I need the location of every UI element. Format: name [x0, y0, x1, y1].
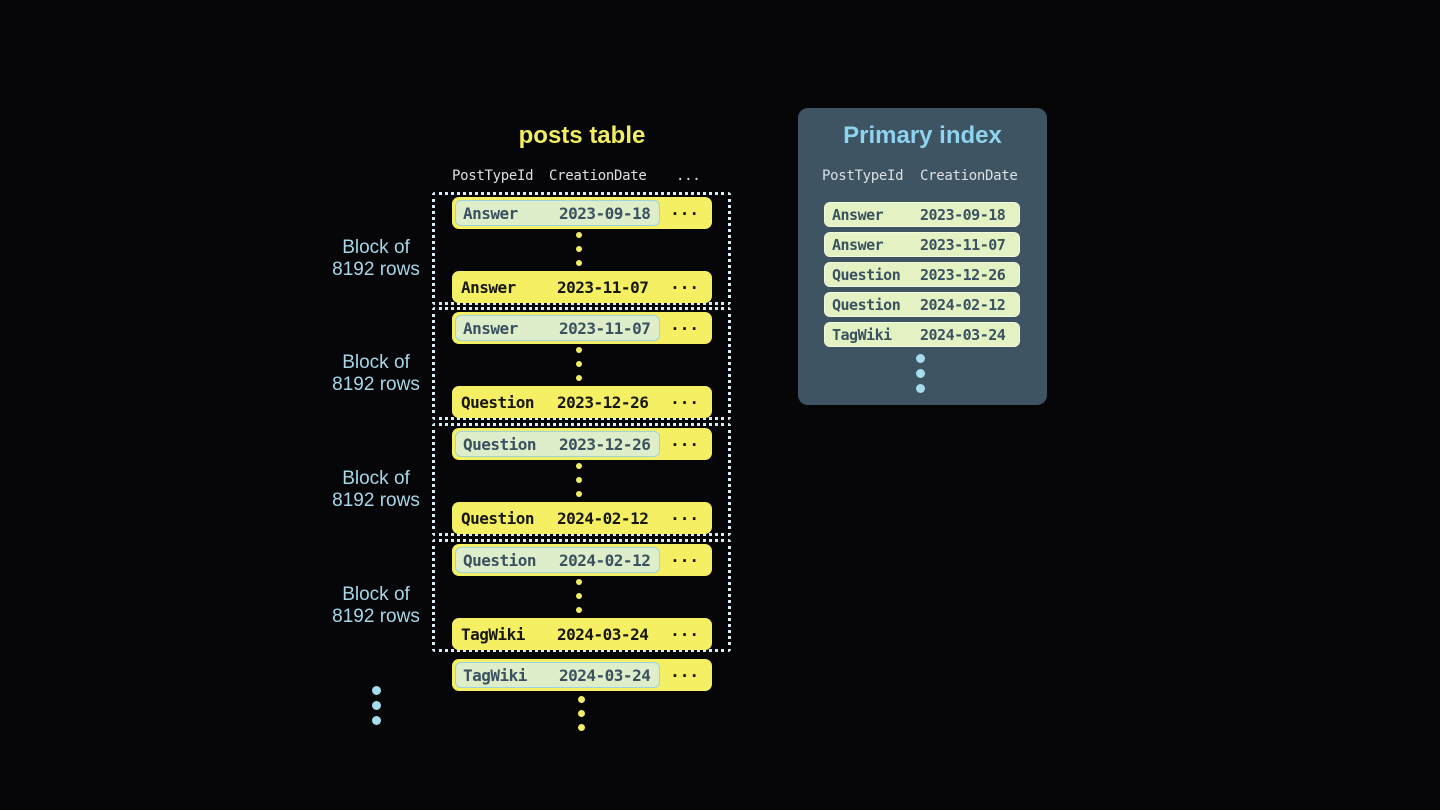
creation-date-cell: 2023-11-07: [920, 235, 1006, 254]
block-label-line2: 8192 rows: [332, 258, 420, 280]
index-mark-highlight: Answer 2023-11-07: [455, 315, 660, 341]
row-ellipsis: ...: [670, 662, 699, 681]
index-mark-highlight: Answer 2023-09-18: [455, 200, 660, 226]
post-type-cell: Question: [461, 392, 535, 412]
table-row: Question 2024-02-12 ...: [452, 544, 712, 576]
index-mark-highlight: TagWiki 2024-03-24: [455, 662, 660, 688]
table-row: Question 2023-12-26 ...: [452, 428, 712, 460]
creation-date-cell: 2023-09-18: [559, 203, 651, 223]
post-type-cell: Answer: [832, 235, 884, 254]
block-label-line1: Block of: [342, 237, 410, 258]
table-row-overflow: TagWiki 2024-03-24 ...: [452, 659, 712, 691]
blocks-continuation-dots-icon: [372, 686, 381, 731]
index-mark-highlight: Question 2024-02-12: [455, 547, 660, 573]
post-type-cell: Answer: [463, 203, 518, 223]
index-header-creationdate: CreationDate: [920, 168, 1018, 184]
post-type-cell: Answer: [461, 277, 516, 297]
posts-header-ellipsis: ...: [676, 168, 701, 184]
creation-date-cell: 2024-03-24: [559, 665, 651, 685]
creation-date-cell: 2023-12-26: [920, 265, 1006, 284]
creation-date-cell: 2024-03-24: [557, 624, 649, 644]
post-type-cell: Question: [832, 295, 901, 314]
primary-index-title: Primary index: [843, 122, 1002, 149]
index-entry: Answer 2023-09-18: [824, 202, 1020, 227]
continuation-dots-icon: [576, 579, 582, 621]
post-type-cell: Question: [832, 265, 901, 284]
creation-date-cell: 2023-11-07: [559, 318, 651, 338]
row-ellipsis: ...: [670, 315, 699, 334]
block-3-label: Block of 8192 rows: [306, 468, 446, 511]
table-row: TagWiki 2024-03-24 ...: [452, 618, 712, 650]
posts-header-creationdate: CreationDate: [549, 168, 647, 184]
continuation-dots-icon: [576, 347, 582, 389]
index-entry: Answer 2023-11-07: [824, 232, 1020, 257]
block-4-label: Block of 8192 rows: [306, 584, 446, 627]
creation-date-cell: 2023-11-07: [557, 277, 649, 297]
continuation-dots-icon: [576, 463, 582, 505]
table-row: Answer 2023-11-07 ...: [452, 312, 712, 344]
row-ellipsis: ...: [670, 200, 699, 219]
rows-block-4: Question 2024-02-12 ... TagWiki 2024-03-…: [432, 539, 731, 652]
rows-block-3: Question 2023-12-26 ... Question 2024-02…: [432, 423, 731, 536]
row-ellipsis: ...: [670, 505, 699, 524]
block-2-label: Block of 8192 rows: [306, 352, 446, 395]
table-row: Answer 2023-09-18 ...: [452, 197, 712, 229]
block-label-line1: Block of: [342, 352, 410, 373]
post-type-cell: TagWiki: [832, 325, 892, 344]
creation-date-cell: 2024-02-12: [559, 550, 651, 570]
rows-block-1: Answer 2023-09-18 ... Answer 2023-11-07 …: [432, 192, 731, 305]
table-row: Question 2024-02-12 ...: [452, 502, 712, 534]
continuation-dots-icon: [576, 232, 582, 274]
block-label-line1: Block of: [342, 468, 410, 489]
block-label-line1: Block of: [342, 584, 410, 605]
index-header-posttypeid: PostTypeId: [822, 168, 904, 184]
creation-date-cell: 2024-03-24: [920, 325, 1006, 344]
row-ellipsis: ...: [670, 274, 699, 293]
post-type-cell: TagWiki: [461, 624, 525, 644]
table-row: Answer 2023-11-07 ...: [452, 271, 712, 303]
row-ellipsis: ...: [670, 547, 699, 566]
creation-date-cell: 2023-12-26: [557, 392, 649, 412]
block-label-line2: 8192 rows: [332, 373, 420, 395]
rows-block-2: Answer 2023-11-07 ... Question 2023-12-2…: [432, 307, 731, 420]
block-1-label: Block of 8192 rows: [306, 237, 446, 280]
post-type-cell: TagWiki: [463, 665, 527, 685]
primary-index-panel: Primary index PostTypeId CreationDate An…: [798, 108, 1047, 405]
creation-date-cell: 2023-12-26: [559, 434, 651, 454]
post-type-cell: Question: [463, 434, 537, 454]
index-continuation-dots-icon: [916, 354, 925, 399]
table-row: Question 2023-12-26 ...: [452, 386, 712, 418]
index-mark-highlight: Question 2023-12-26: [455, 431, 660, 457]
row-ellipsis: ...: [670, 621, 699, 640]
index-entry: TagWiki 2024-03-24: [824, 322, 1020, 347]
post-type-cell: Answer: [832, 205, 884, 224]
posts-table-title: posts table: [518, 122, 646, 149]
post-type-cell: Answer: [463, 318, 518, 338]
posts-header-posttypeid: PostTypeId: [452, 168, 534, 184]
block-label-line2: 8192 rows: [332, 489, 420, 511]
table-continuation-dots-icon: [578, 696, 585, 738]
creation-date-cell: 2023-09-18: [920, 205, 1006, 224]
row-ellipsis: ...: [670, 389, 699, 408]
creation-date-cell: 2024-02-12: [557, 508, 649, 528]
post-type-cell: Question: [463, 550, 537, 570]
post-type-cell: Question: [461, 508, 535, 528]
index-entry: Question 2024-02-12: [824, 292, 1020, 317]
block-label-line2: 8192 rows: [332, 605, 420, 627]
index-entry: Question 2023-12-26: [824, 262, 1020, 287]
creation-date-cell: 2024-02-12: [920, 295, 1006, 314]
row-ellipsis: ...: [670, 431, 699, 450]
